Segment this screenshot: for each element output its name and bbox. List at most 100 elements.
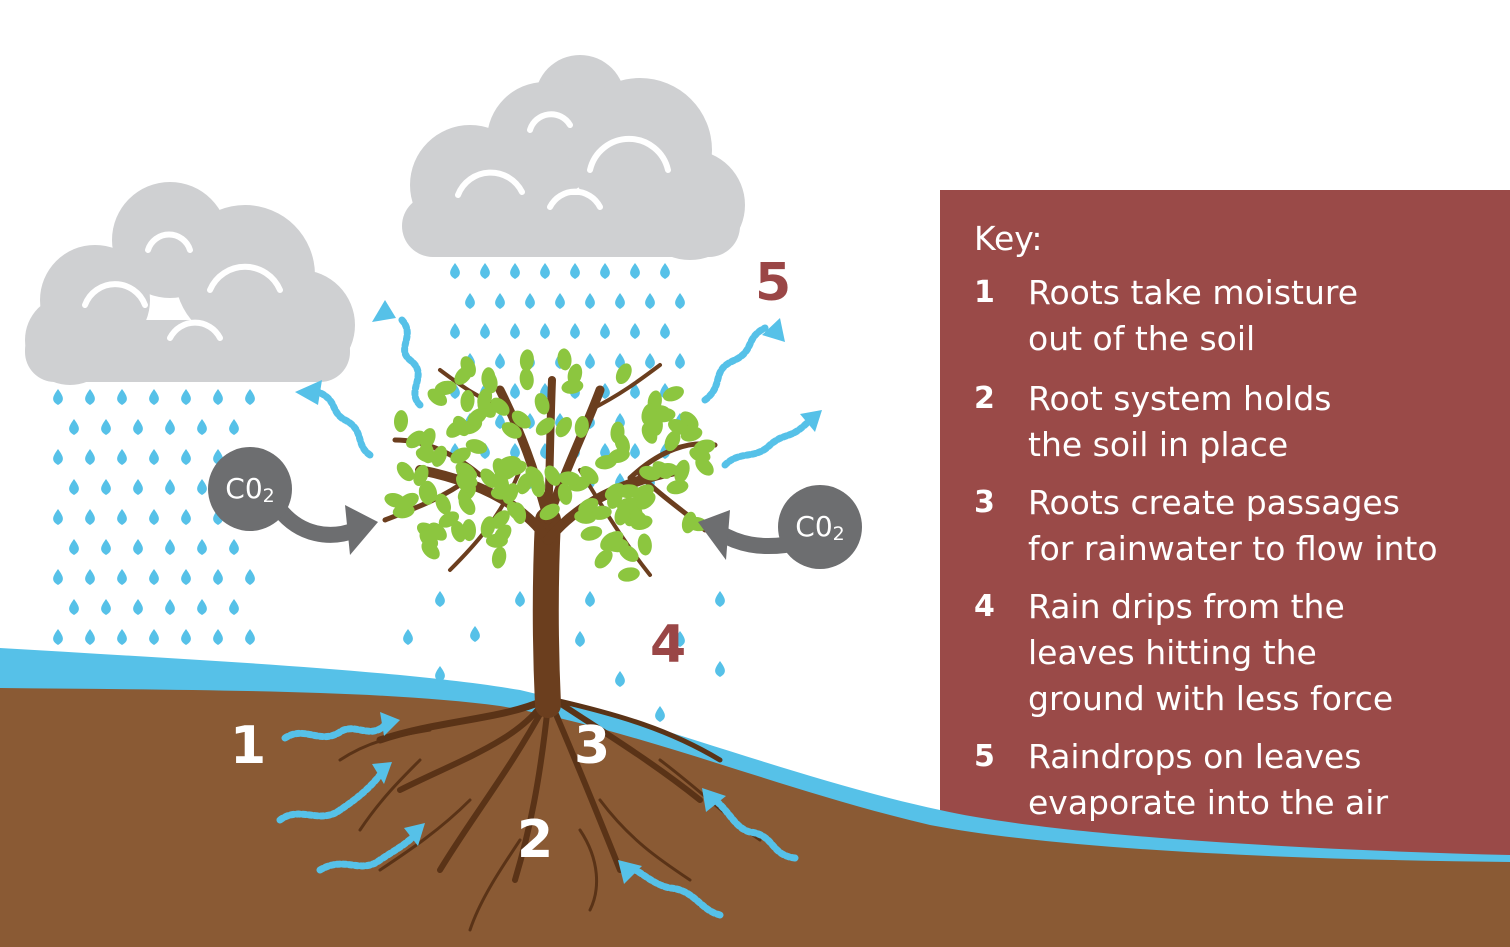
leaf — [467, 408, 488, 426]
leaf — [413, 464, 429, 486]
leaf — [499, 456, 522, 471]
raindrop — [149, 569, 159, 585]
raindrop — [213, 389, 223, 405]
raindrop — [715, 591, 725, 607]
raindrop — [53, 449, 63, 465]
leaf — [519, 349, 534, 372]
raindrop — [600, 323, 610, 339]
leaf — [579, 466, 599, 485]
raindrop — [675, 353, 685, 369]
leaf — [630, 509, 649, 529]
moisture-arrows — [276, 721, 799, 919]
leaf — [544, 465, 561, 486]
leaf — [574, 509, 597, 524]
raindrop — [510, 323, 520, 339]
key-item-line: Raindrops on leaves — [1028, 737, 1362, 776]
leaf — [580, 526, 603, 541]
raindrop — [570, 323, 580, 339]
raindrop — [540, 263, 550, 279]
co2-subscript: 2 — [262, 485, 275, 507]
leaf — [393, 410, 409, 433]
leaf — [618, 544, 639, 562]
leaf — [617, 567, 640, 582]
raindrop — [229, 539, 239, 555]
raindrop — [480, 323, 490, 339]
raindrop — [600, 443, 610, 459]
leaf — [431, 445, 447, 467]
raindrop — [117, 509, 127, 525]
raindrop — [470, 626, 480, 642]
evaporation-arrowheads — [295, 300, 822, 432]
key-item-line: leaves hitting the — [1028, 633, 1317, 672]
leaf — [557, 348, 572, 371]
key-item-number: 5 — [974, 739, 995, 774]
raindrop — [450, 323, 460, 339]
co2-bubble-right: C02 — [778, 485, 862, 569]
leaf — [450, 447, 471, 464]
leaf — [535, 417, 555, 436]
raindrop — [181, 569, 191, 585]
raindrop — [675, 631, 685, 647]
leaf — [617, 484, 640, 499]
rain-drips — [403, 591, 725, 722]
leaf — [610, 421, 625, 444]
leaf — [427, 388, 448, 406]
raindrop — [117, 389, 127, 405]
key-panel-background — [940, 190, 1510, 947]
raindrop — [165, 539, 175, 555]
leaf — [396, 461, 415, 482]
key-item-line: the soil in place — [1028, 425, 1289, 464]
leaf — [480, 468, 498, 488]
key-item-text: Roots create passages for rainwater to f… — [1028, 480, 1498, 572]
co2-base-text: C0 — [225, 472, 263, 505]
moisture-arrowheads — [372, 712, 726, 884]
raindrop — [197, 479, 207, 495]
raindrop — [213, 569, 223, 585]
leaf — [491, 546, 507, 569]
leaf — [662, 386, 684, 402]
raindrop — [510, 383, 520, 399]
raindrop — [585, 293, 595, 309]
raindrop — [149, 509, 159, 525]
raindrop — [515, 591, 525, 607]
leaf — [558, 471, 581, 486]
leaf — [458, 495, 476, 515]
raindrop — [229, 599, 239, 615]
leaf — [615, 363, 632, 385]
key-item-line: evaporate into the air — [1028, 783, 1389, 822]
raindrop — [101, 419, 111, 435]
raindrop — [85, 509, 95, 525]
raindrop — [85, 569, 95, 585]
leaf — [511, 410, 531, 429]
key-item-line: out of the soil — [1028, 319, 1256, 358]
key-panel: Key: 1 Roots take moisture out of the so… — [940, 190, 1510, 822]
raindrop — [165, 419, 175, 435]
raindrop — [495, 353, 505, 369]
raindrop — [229, 419, 239, 435]
raindrop — [133, 599, 143, 615]
raindrop — [53, 389, 63, 405]
raindrop — [53, 509, 63, 525]
leaf — [435, 493, 452, 515]
raindrop — [245, 389, 255, 405]
key-item-text: Root system holds the soil in place — [1028, 376, 1498, 468]
key-item-number: 3 — [974, 485, 995, 520]
raindrop — [117, 629, 127, 645]
leaf — [603, 530, 624, 548]
leaf — [461, 519, 477, 542]
label-2: 2 — [517, 810, 554, 870]
leaf — [614, 504, 630, 526]
leaf — [519, 368, 534, 391]
label-3: 3 — [574, 716, 611, 776]
leaf — [438, 511, 460, 528]
raindrop — [655, 706, 665, 722]
raindrop — [101, 599, 111, 615]
key-item-line: Roots take moisture — [1028, 273, 1359, 312]
raindrop — [197, 419, 207, 435]
leaf — [491, 510, 510, 529]
raindrop — [245, 629, 255, 645]
leaf — [641, 422, 658, 444]
raindrop — [540, 323, 550, 339]
leaf — [534, 393, 550, 415]
key-item-number: 1 — [974, 275, 995, 310]
